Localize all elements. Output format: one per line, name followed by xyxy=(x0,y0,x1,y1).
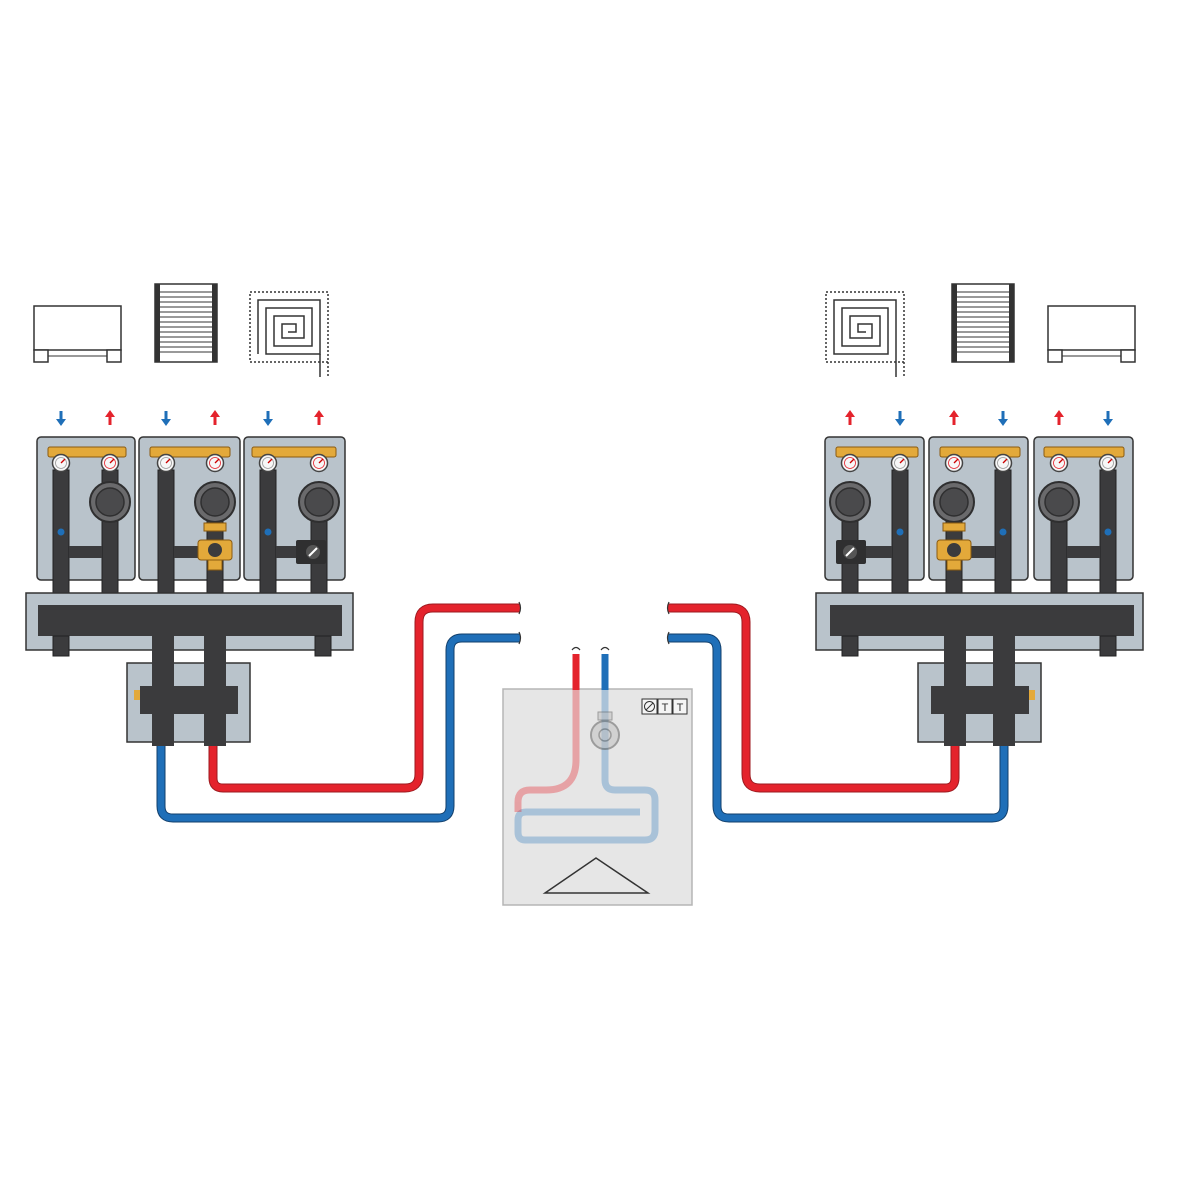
flow-down-arrow-icon xyxy=(261,409,275,428)
flow-up-arrow-icon xyxy=(947,408,961,427)
distribution-manifold xyxy=(815,592,1144,657)
temperature-sensor-icon xyxy=(57,528,272,536)
boiler-panel-label: T xyxy=(677,702,684,714)
distribution-manifold xyxy=(25,592,354,657)
radiator-icon xyxy=(154,283,218,363)
mixing-valve-icon xyxy=(197,522,233,571)
underfloor-heating-icon xyxy=(249,291,329,377)
actuator-icon xyxy=(836,540,866,564)
pipe-break-marks xyxy=(518,601,670,645)
left-flow-arrows xyxy=(54,408,326,428)
fan-coil-icon xyxy=(33,305,122,363)
valve-header xyxy=(835,446,1125,458)
left-emitters xyxy=(33,283,329,377)
flow-down-arrow-icon xyxy=(893,409,907,428)
right-emitters xyxy=(825,283,1136,377)
boiler-panel-label: T xyxy=(662,702,669,714)
mixing-valve-icon xyxy=(936,522,972,571)
fan-coil-icon xyxy=(1047,305,1136,363)
right-module-group xyxy=(815,436,1144,746)
boiler-control-panel: T T xyxy=(641,698,688,715)
right-flow-arrows xyxy=(843,408,1115,428)
actuator-icon xyxy=(296,540,326,564)
valve-header xyxy=(47,446,337,458)
flow-up-arrow-icon xyxy=(843,408,857,427)
left-module-group xyxy=(25,436,354,746)
flow-up-arrow-icon xyxy=(1052,408,1066,427)
flow-up-arrow-icon xyxy=(208,408,222,427)
flow-up-arrow-icon xyxy=(312,408,326,427)
pipe-runs xyxy=(156,603,1009,823)
hydraulic-separator xyxy=(126,636,251,746)
underfloor-heating-icon xyxy=(825,291,905,377)
boiler-icon: T T xyxy=(502,646,693,906)
hydraulic-separator xyxy=(917,636,1042,746)
flow-down-arrow-icon xyxy=(996,409,1010,428)
radiator-icon xyxy=(951,283,1015,363)
flow-up-arrow-icon xyxy=(103,408,117,427)
flow-down-arrow-icon xyxy=(159,409,173,428)
temperature-sensor-icon xyxy=(896,528,1112,536)
flow-down-arrow-icon xyxy=(1101,409,1115,428)
flow-down-arrow-icon xyxy=(54,409,68,428)
